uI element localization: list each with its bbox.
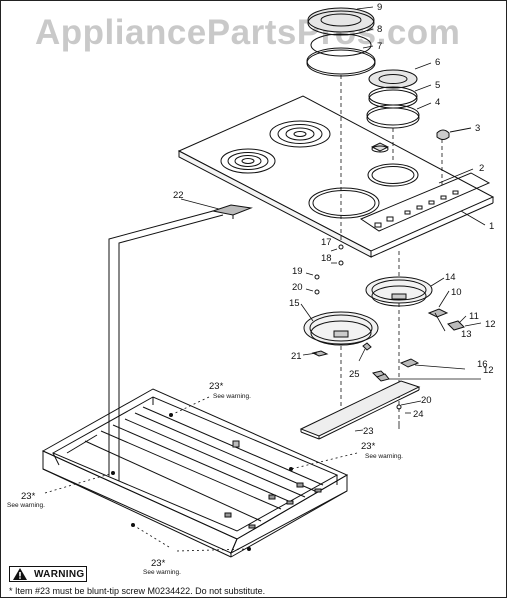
footnote-text: * Item #23 must be blunt-tip screw M0234… (9, 586, 266, 596)
callout-15: 15 (289, 298, 300, 309)
callout-6: 6 (435, 57, 440, 68)
callout-10: 10 (451, 287, 462, 298)
callout-9: 9 (377, 2, 382, 13)
callout-3: 3 (475, 123, 480, 134)
element-pan-left (300, 303, 379, 421)
cooktop-chassis-box (41, 388, 358, 558)
warning-box: WARNING (9, 566, 87, 582)
callout-22: 22 (173, 190, 184, 201)
callout-4: 4 (435, 97, 440, 108)
warning-callout-2-number: 23* (361, 441, 376, 452)
trim-ring-stack-large (306, 7, 376, 241)
mounting-strap (108, 198, 253, 481)
callout-25: 25 (349, 369, 360, 380)
callout-2: 2 (479, 163, 484, 174)
callout-numbers: 1 2 3 4 5 6 7 8 9 10 11 12 12 13 14 15 1… (7, 2, 496, 576)
cooktop-glass-top (177, 95, 495, 258)
warning-callout-1-text: See warning. (213, 393, 251, 400)
warning-label: WARNING (34, 568, 85, 580)
callout-17: 17 (321, 237, 332, 248)
warning-callout-1-number: 23* (209, 381, 224, 392)
warning-callout-3-number: 23* (21, 491, 36, 502)
warning-triangle-icon (13, 568, 27, 580)
warning-callout-2-text: See warning. (365, 453, 403, 460)
callout-8: 8 (377, 24, 382, 35)
leader-lines-top (356, 6, 486, 226)
callout-14: 14 (445, 272, 456, 283)
callout-21: 21 (291, 351, 302, 362)
callout-24: 24 (413, 409, 424, 420)
callout-1: 1 (489, 221, 494, 232)
callout-20-right: 20 (421, 395, 432, 406)
callout-20-left: 20 (292, 282, 303, 293)
watermark-text: AppliancePartsPros.com (35, 13, 461, 52)
callout-18: 18 (321, 253, 332, 264)
callout-11: 11 (469, 311, 479, 322)
callout-16: 16 (477, 359, 488, 370)
callout-19: 19 (292, 266, 303, 277)
warning-callout-4-number: 23* (151, 558, 166, 569)
element-pan-right (365, 251, 445, 421)
callout-12-lower: 12 (483, 365, 494, 376)
trim-ring-stack-small (366, 69, 443, 186)
warning-callout-3-text: See warning. (7, 502, 45, 509)
callout-12-upper: 12 (485, 319, 496, 330)
control-knob (436, 127, 472, 140)
callout-13: 13 (461, 329, 472, 340)
hardware-parts (302, 244, 482, 429)
callout-7: 7 (377, 41, 382, 52)
callout-23: 23 (363, 426, 374, 437)
warning-callout-4-text: See warning. (143, 569, 181, 576)
mounting-rail (299, 380, 422, 440)
callout-5: 5 (435, 80, 440, 91)
